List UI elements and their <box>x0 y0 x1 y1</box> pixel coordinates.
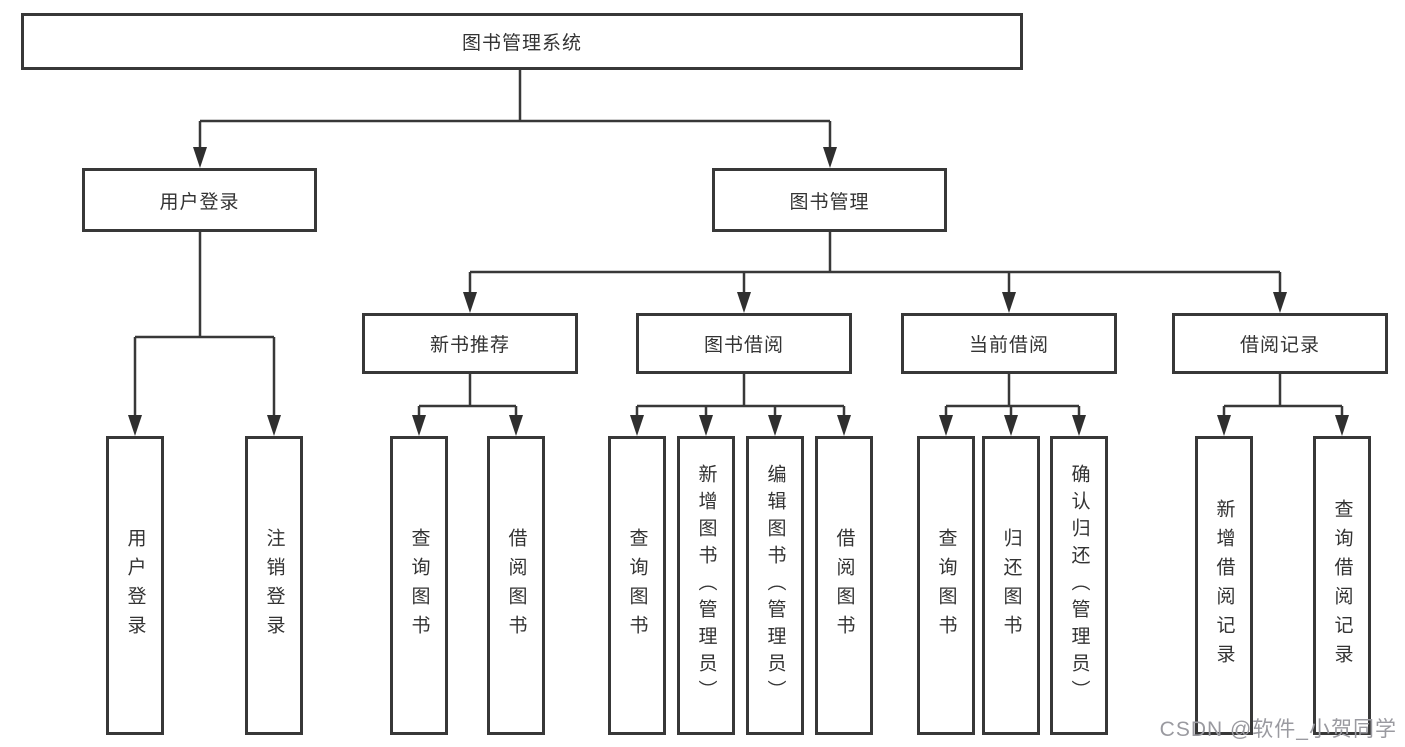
leaf-borrow-books-borrowing: 借阅图书 <box>815 436 873 735</box>
leaf-label: 新增借阅记录 <box>1213 498 1235 673</box>
node-label: 借阅记录 <box>1239 335 1320 356</box>
leaf-logout: 注销登录 <box>245 436 303 735</box>
leaf-label: 借阅图书 <box>833 527 855 644</box>
node-label: 图书管理系统 <box>461 33 582 54</box>
node-new-book-recommend: 新书推荐 <box>362 313 578 374</box>
node-book-management: 图书管理 <box>712 168 947 232</box>
arrow-down-icon <box>128 147 1349 436</box>
node-library-management-system: 图书管理系统 <box>21 13 1023 70</box>
leaf-label: 归还图书 <box>1000 527 1022 644</box>
leaf-label: 借阅图书 <box>505 527 527 644</box>
node-label: 图书借阅 <box>703 335 784 356</box>
leaf-label: 确认归还（管理员） <box>1068 464 1090 707</box>
leaf-query-books-recommend: 查询图书 <box>390 436 448 735</box>
leaf-query-borrow-record: 查询借阅记录 <box>1313 436 1371 735</box>
leaf-query-books-borrowing: 查询图书 <box>608 436 666 735</box>
node-book-borrowing: 图书借阅 <box>636 313 852 374</box>
leaf-label: 查询图书 <box>626 527 648 644</box>
leaf-add-book-admin: 新增图书（管理员） <box>677 436 735 735</box>
csdn-watermark: CSDN @软件_小贺同学 <box>1159 718 1397 741</box>
node-label: 图书管理 <box>789 191 870 213</box>
leaf-label: 查询借阅记录 <box>1331 498 1353 673</box>
node-current-borrowing: 当前借阅 <box>901 313 1117 374</box>
node-label: 当前借阅 <box>968 335 1049 356</box>
leaf-label: 新增图书（管理员） <box>695 464 717 707</box>
node-label: 用户登录 <box>159 191 240 213</box>
leaf-label: 编辑图书（管理员） <box>764 464 786 707</box>
leaf-user-login: 用户登录 <box>106 436 164 735</box>
leaf-add-borrow-record: 新增借阅记录 <box>1195 436 1253 735</box>
node-borrow-records: 借阅记录 <box>1172 313 1388 374</box>
leaf-return-book: 归还图书 <box>982 436 1040 735</box>
leaf-edit-book-admin: 编辑图书（管理员） <box>746 436 804 735</box>
leaf-label: 注销登录 <box>263 527 285 644</box>
leaf-confirm-return-admin: 确认归还（管理员） <box>1050 436 1108 735</box>
leaf-borrow-books-recommend: 借阅图书 <box>487 436 545 735</box>
node-label: 新书推荐 <box>429 335 510 356</box>
node-user-login-branch: 用户登录 <box>82 168 317 232</box>
leaf-label: 查询图书 <box>935 527 957 644</box>
leaf-label: 查询图书 <box>408 527 430 644</box>
leaf-query-books-current: 查询图书 <box>917 436 975 735</box>
leaf-label: 用户登录 <box>124 527 146 644</box>
